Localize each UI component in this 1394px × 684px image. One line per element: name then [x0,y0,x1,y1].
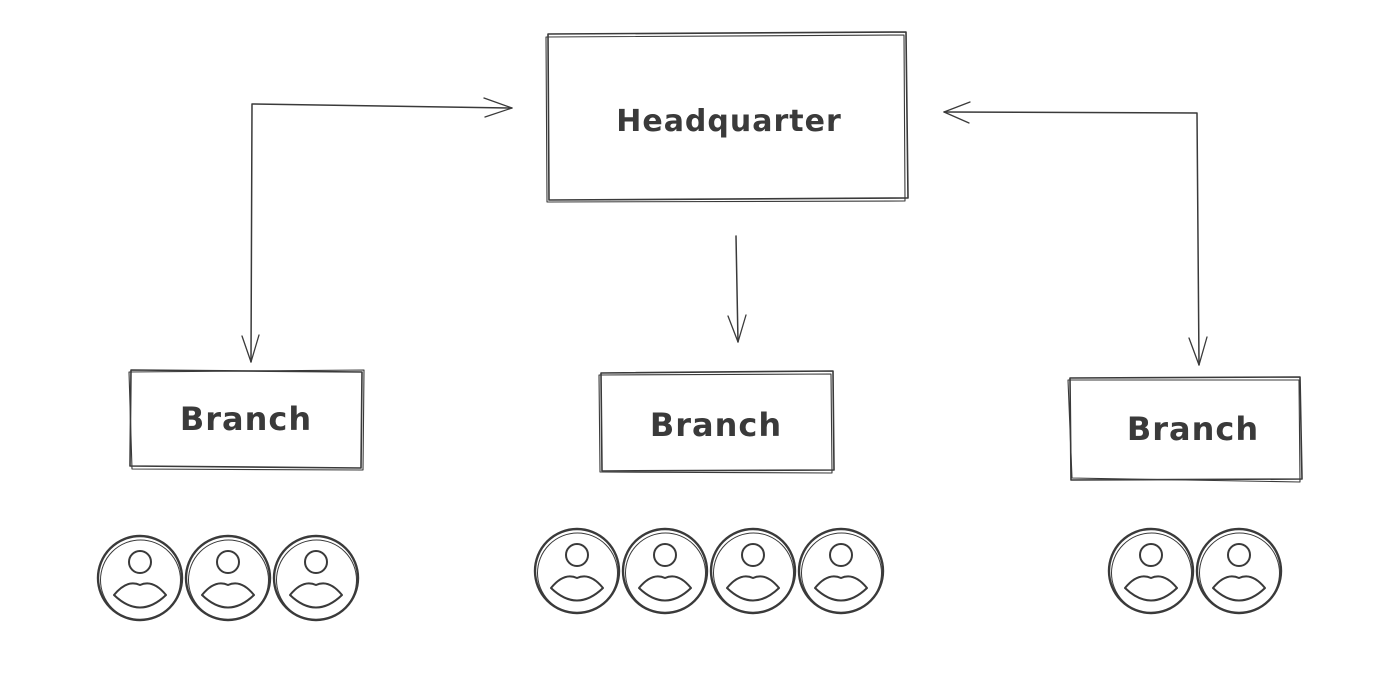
branch-label: Branch [180,400,312,438]
branch-label: Branch [1127,410,1259,448]
branch-node-2: Branch [598,370,835,474]
branch-node-1: Branch [128,369,365,471]
branch-box [600,370,835,472]
headquarter-node: Headquarter [545,31,909,203]
branch-box-outline [1067,379,1301,483]
user-circle-icon [272,534,360,622]
connector-left-line [250,103,513,363]
headquarter-label: Headquarter [616,104,842,139]
user-circle-icon [797,527,885,615]
user-circle-icon [621,527,709,615]
user-circle-icon [96,534,184,622]
connector-right-line [943,111,1200,366]
user-circle-icon [1195,527,1283,615]
people-group-1 [96,534,360,622]
user-circle-icon [533,527,621,615]
branch-label: Branch [650,406,782,444]
branch-box [129,369,363,469]
connector-center [727,235,747,343]
connector-left [241,97,513,363]
user-circle-icon [184,534,272,622]
branch-node-3: Branch [1067,376,1303,483]
connector-center-line [735,235,739,343]
user-circle-icon [1107,527,1195,615]
branch-box-outline [598,373,833,474]
headquarter-box-outline [545,34,906,203]
branch-box-outline [128,369,365,471]
people-group-3 [1107,527,1283,615]
people-group-2 [533,527,885,615]
user-circle-icon [709,527,797,615]
arrowhead-down [241,334,260,363]
arrowhead-right [483,97,513,118]
headquarter-box [547,31,909,201]
arrowhead-down [727,314,747,343]
connector-right [943,101,1208,366]
arrowhead-down [1188,336,1208,366]
arrowhead-left [943,101,971,124]
